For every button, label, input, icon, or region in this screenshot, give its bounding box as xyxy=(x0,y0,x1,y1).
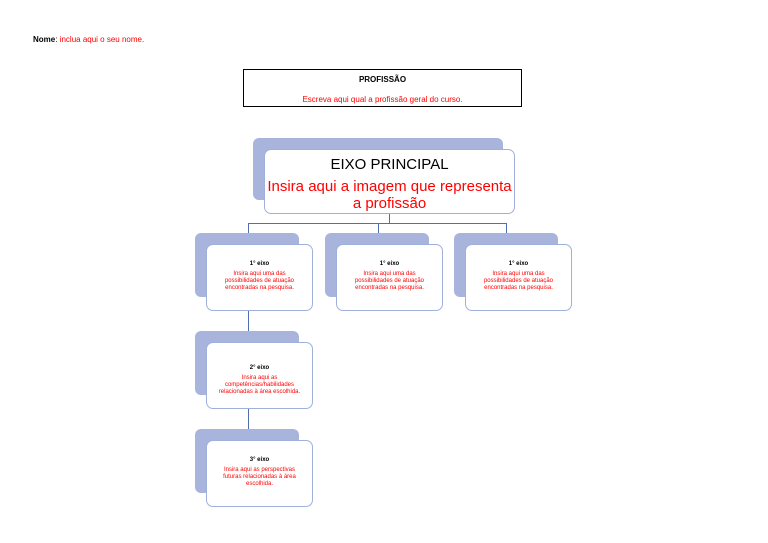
first-axis-right-box[interactable]: 1° eixo Insira aqui uma das possibilidad… xyxy=(465,244,572,311)
name-label: Nome xyxy=(33,35,56,44)
main-axis-hint[interactable]: Insira aqui a imagem que representa a pr… xyxy=(267,178,512,212)
third-axis-title: 3° eixo xyxy=(249,457,270,463)
name-line: Nome: inclua aqui o seu nome. xyxy=(33,35,144,44)
profession-title: PROFISSÃO xyxy=(358,75,407,84)
third-axis-hint[interactable]: Insira aqui as perspectivas futuras rela… xyxy=(223,467,296,487)
name-hint[interactable]: inclua aqui o seu nome. xyxy=(59,35,145,44)
second-axis-title: 2° eixo xyxy=(249,365,270,371)
main-axis-title: EIXO PRINCIPAL xyxy=(330,156,449,173)
connector-main-down xyxy=(389,213,390,224)
connector-second-to-third xyxy=(248,408,249,440)
name-separator: : xyxy=(55,35,58,44)
main-axis-box[interactable]: EIXO PRINCIPAL Insira aqui a imagem que … xyxy=(264,149,515,214)
first-axis-right-title: 1° eixo xyxy=(508,261,529,267)
first-axis-left-title: 1° eixo xyxy=(249,261,270,267)
first-axis-left-hint[interactable]: Insira aqui uma das possibilidades de at… xyxy=(224,271,295,291)
second-axis-box[interactable]: 2° eixo Insira aqui as competências/habi… xyxy=(206,342,313,409)
connector-horizontal xyxy=(248,223,507,224)
first-axis-right-hint[interactable]: Insira aqui uma das possibilidades de at… xyxy=(483,271,554,291)
first-axis-center-hint[interactable]: Insira aqui uma das possibilidades de at… xyxy=(354,271,425,291)
first-axis-left-box[interactable]: 1° eixo Insira aqui uma das possibilidad… xyxy=(206,244,313,311)
first-axis-center-title: 1° eixo xyxy=(379,261,400,267)
profession-hint[interactable]: Escreva aqui qual a profissão geral do c… xyxy=(302,95,463,104)
third-axis-box[interactable]: 3° eixo Insira aqui as perspectivas futu… xyxy=(206,440,313,507)
connector-first-to-second xyxy=(248,311,249,343)
first-axis-center-box[interactable]: 1° eixo Insira aqui uma das possibilidad… xyxy=(336,244,443,311)
second-axis-hint[interactable]: Insira aqui as competências/habilidades … xyxy=(218,375,301,395)
profession-box[interactable]: PROFISSÃO Escreva aqui qual a profissão … xyxy=(243,69,522,107)
